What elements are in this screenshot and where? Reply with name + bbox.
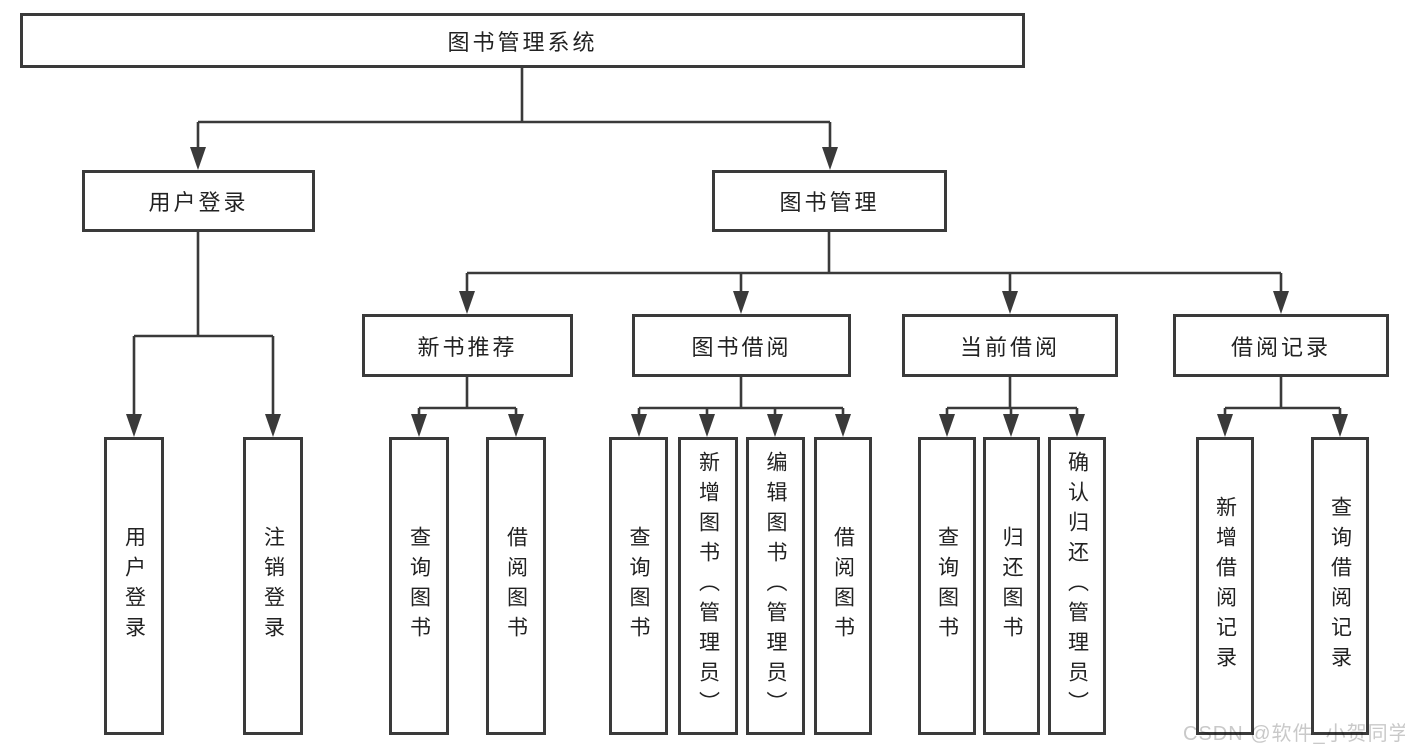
leaf-query-books-current-label: 查询图书 bbox=[935, 526, 959, 646]
node-borrowing-records-label: 借阅记录 bbox=[1230, 334, 1331, 360]
leaf-logout-login: 注销登录 bbox=[243, 437, 303, 735]
leaf-query-books-recommend: 查询图书 bbox=[389, 437, 449, 735]
leaf-query-books-borrowing-label: 查询图书 bbox=[627, 526, 650, 646]
node-new-book-recommendation: 新书推荐 bbox=[362, 314, 573, 377]
node-new-book-recommendation-label: 新书推荐 bbox=[417, 334, 518, 360]
leaf-query-borrow-record: 查询借阅记录 bbox=[1311, 437, 1369, 735]
leaf-query-books-current: 查询图书 bbox=[918, 437, 976, 735]
node-book-management-label: 图书管理 bbox=[779, 190, 880, 215]
node-root: 图书管理系统 bbox=[20, 13, 1025, 68]
leaf-return-books-label: 归还图书 bbox=[1000, 526, 1023, 646]
node-book-borrowing-label: 图书借阅 bbox=[691, 334, 792, 360]
node-current-borrowing: 当前借阅 bbox=[902, 314, 1118, 377]
leaf-return-books: 归还图书 bbox=[983, 437, 1040, 735]
leaf-add-borrow-record: 新增借阅记录 bbox=[1196, 437, 1254, 735]
leaf-edit-books-admin: 编辑图书（管理员） bbox=[746, 437, 805, 735]
node-user-login-label: 用户登录 bbox=[148, 190, 249, 215]
leaf-query-books-recommend-label: 查询图书 bbox=[407, 526, 431, 646]
node-root-label: 图书管理系统 bbox=[447, 29, 598, 55]
leaf-confirm-return-admin: 确认归还（管理员） bbox=[1048, 437, 1106, 735]
csdn-watermark: CSDN @软件_小贺同学 bbox=[1183, 723, 1405, 745]
leaf-query-borrow-record-label: 查询借阅记录 bbox=[1328, 496, 1352, 676]
leaf-query-books-borrowing: 查询图书 bbox=[609, 437, 668, 735]
node-book-borrowing: 图书借阅 bbox=[632, 314, 851, 377]
leaf-borrow-books-recommend-label: 借阅图书 bbox=[504, 526, 528, 646]
leaf-borrow-books-recommend: 借阅图书 bbox=[486, 437, 546, 735]
leaf-add-books-admin-label: 新增图书（管理员） bbox=[696, 451, 720, 721]
node-current-borrowing-label: 当前借阅 bbox=[959, 334, 1060, 360]
leaf-edit-books-admin-label: 编辑图书（管理员） bbox=[764, 451, 787, 721]
leaf-confirm-return-admin-label: 确认归还（管理员） bbox=[1065, 451, 1089, 721]
leaf-logout-login-label: 注销登录 bbox=[261, 526, 285, 646]
node-user-login: 用户登录 bbox=[82, 170, 315, 232]
leaf-borrow-books-borrowing-label: 借阅图书 bbox=[831, 526, 855, 646]
leaf-add-borrow-record-label: 新增借阅记录 bbox=[1213, 496, 1237, 676]
node-borrowing-records: 借阅记录 bbox=[1173, 314, 1389, 377]
leaf-user-login-label: 用户登录 bbox=[122, 526, 146, 646]
node-book-management: 图书管理 bbox=[712, 170, 947, 232]
leaf-user-login: 用户登录 bbox=[104, 437, 164, 735]
leaf-borrow-books-borrowing: 借阅图书 bbox=[814, 437, 872, 735]
leaf-add-books-admin: 新增图书（管理员） bbox=[678, 437, 738, 735]
